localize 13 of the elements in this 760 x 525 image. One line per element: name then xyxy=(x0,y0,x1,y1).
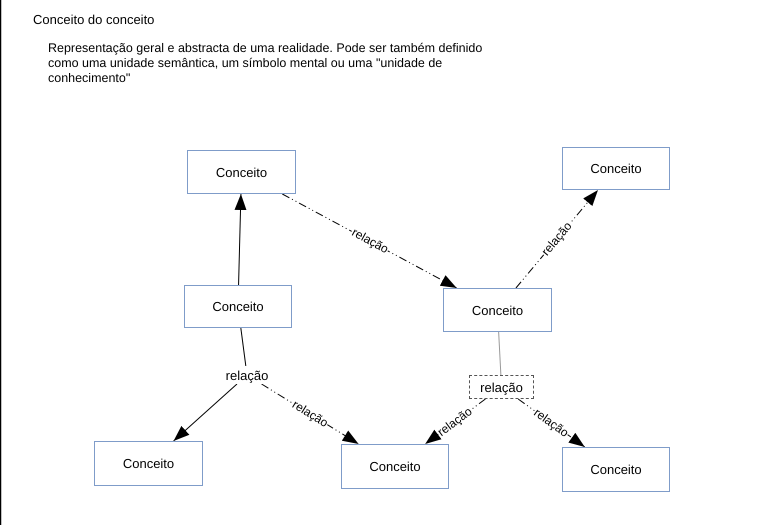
relation-box: relação xyxy=(469,375,534,399)
arrow xyxy=(173,384,238,442)
concept-box: Conceito xyxy=(94,441,203,486)
concept-box: Conceito xyxy=(184,285,292,328)
concept-box: Conceito xyxy=(443,288,552,332)
concept-box: Conceito xyxy=(562,447,670,492)
concept-box: Conceito xyxy=(187,150,296,194)
diagram-title: Conceito do conceito xyxy=(33,12,154,27)
concept-box: Conceito xyxy=(562,147,670,190)
relation-label: relação xyxy=(226,368,268,382)
concept-box: Conceito xyxy=(341,444,449,489)
description-text: Representação geral e abstracta de uma realidade. Pode ser também definido como uma unidade semântica, um símbolo mental ou uma "unidade de conhecimento" xyxy=(48,41,484,86)
arrow xyxy=(234,194,246,286)
